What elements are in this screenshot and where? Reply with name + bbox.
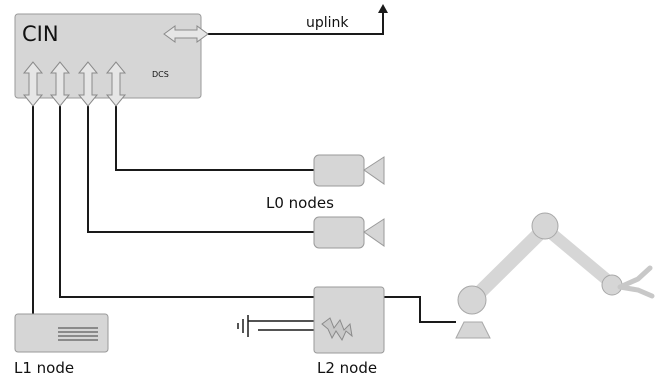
l2-node-wire (59, 106, 314, 298)
l1-slot-2 (58, 331, 98, 333)
robot-lower-arm (465, 221, 552, 307)
lightning-icon (321, 317, 353, 342)
l0-nodes-label: L0 nodes (266, 194, 334, 212)
l1-slot-4 (58, 339, 98, 341)
uplink-label: uplink (306, 15, 349, 31)
robot-arm-icon (455, 212, 655, 339)
robot-shoulder-joint (457, 285, 487, 315)
l1-slot-1 (58, 327, 98, 329)
l0-camera-2-wire (87, 106, 314, 233)
cin-ports (22, 61, 127, 107)
port-arrow-4 (105, 61, 127, 107)
l1-node-box (14, 313, 109, 353)
robot-gripper (617, 265, 655, 299)
uplink-port-arrow (163, 25, 209, 43)
l1-slot-3 (58, 335, 98, 337)
l0-camera-1 (313, 154, 385, 187)
cin-title: CIN (22, 22, 59, 46)
robot-base (455, 321, 491, 339)
l0-camera-1-wire (115, 106, 314, 171)
cin-dcs-label: DCS (152, 70, 169, 79)
uplink-arrowhead (378, 4, 388, 13)
port-arrow-2 (49, 61, 71, 107)
robot-elbow-joint (531, 212, 559, 240)
l0-camera-2 (313, 216, 385, 249)
robot-upper-arm (539, 222, 618, 290)
l2-node-box (313, 286, 385, 354)
ground-icon (237, 315, 249, 337)
wires (32, 4, 456, 331)
port-arrow-3 (77, 61, 99, 107)
l2-to-robot-wire (384, 296, 456, 323)
cin-box: CIN DCS (14, 13, 202, 99)
l1-node-label: L1 node (14, 359, 74, 377)
l2-node-label: L2 node (317, 359, 377, 377)
uplink-wire (208, 12, 384, 35)
port-arrow-1 (22, 61, 44, 107)
